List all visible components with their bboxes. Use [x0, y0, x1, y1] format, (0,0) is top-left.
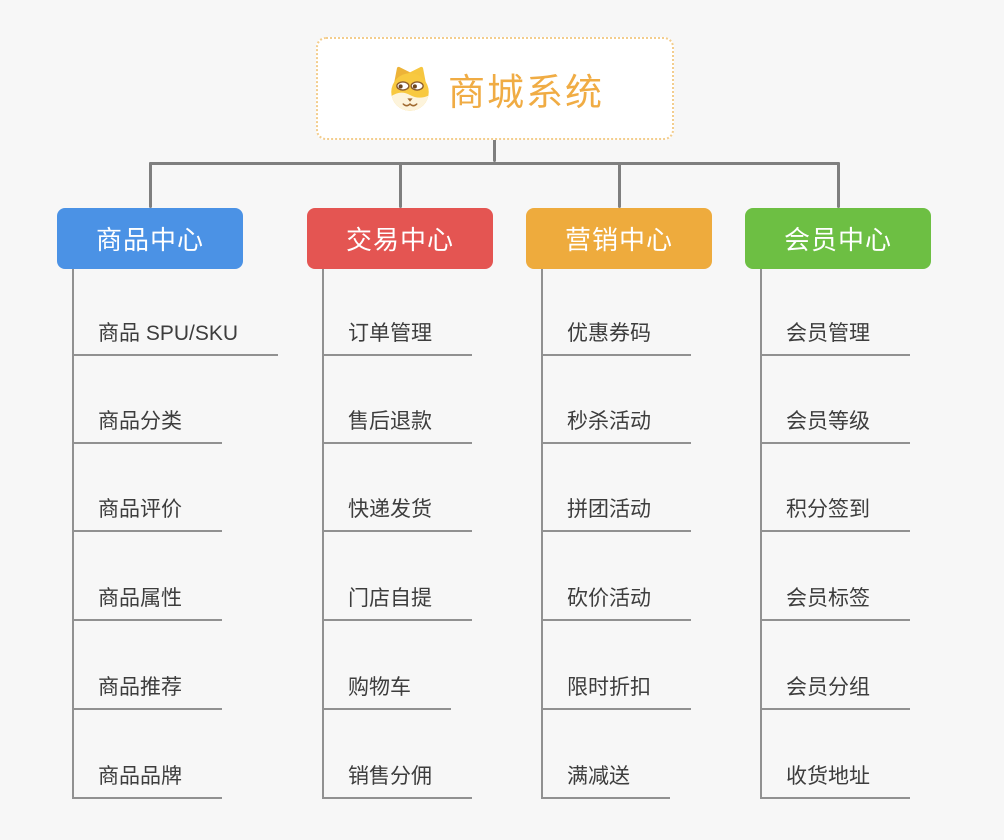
leaf-item[interactable]: 拼团活动	[541, 488, 691, 532]
branch-label: 交易中心	[345, 225, 454, 255]
leaf-item[interactable]: 会员分组	[760, 666, 910, 710]
leaf-item[interactable]: 会员等级	[760, 400, 910, 444]
leaf-item[interactable]: 优惠券码	[541, 312, 691, 356]
branch-label: 会员中心	[783, 225, 892, 255]
leaf-item[interactable]: 订单管理	[322, 312, 472, 356]
branch-connector-line	[72, 269, 74, 799]
leaf-item[interactable]: 快递发货	[322, 488, 472, 532]
branch-connector-line	[760, 269, 762, 799]
branch-header[interactable]: 交易中心	[307, 208, 493, 269]
leaf-item[interactable]: 商品分类	[72, 400, 222, 444]
branch-label: 商品中心	[95, 225, 204, 255]
leaf-item[interactable]: 门店自提	[322, 577, 472, 621]
leaf-item[interactable]: 收货地址	[760, 755, 910, 799]
connector-branch-drop	[148, 162, 152, 208]
branch-header[interactable]: 商品中心	[57, 208, 243, 269]
root-node[interactable]: 商城系统	[316, 37, 674, 140]
connector-branch-drop	[617, 162, 621, 208]
branch-connector-line	[541, 269, 543, 799]
leaf-item[interactable]: 销售分佣	[322, 755, 472, 799]
leaf-item[interactable]: 商品 SPU/SKU	[72, 312, 279, 356]
leaf-item[interactable]: 秒杀活动	[541, 400, 691, 444]
branch-header[interactable]: 营销中心	[526, 208, 712, 269]
connector-branch-drop	[398, 162, 402, 208]
leaf-item[interactable]: 砍价活动	[541, 577, 691, 621]
leaf-item[interactable]: 积分签到	[760, 488, 910, 532]
leaf-item[interactable]: 商品品牌	[72, 755, 222, 799]
connector-branch-drop	[836, 162, 840, 208]
leaf-item[interactable]: 满减送	[541, 755, 670, 799]
leaf-item[interactable]: 商品推荐	[72, 666, 222, 710]
leaf-item[interactable]: 限时折扣	[541, 666, 691, 710]
leaf-item[interactable]: 商品属性	[72, 577, 222, 621]
branch-label: 营销中心	[564, 225, 673, 255]
root-title: 商城系统	[448, 71, 604, 113]
leaf-item[interactable]: 会员标签	[760, 577, 910, 621]
leaf-item[interactable]: 商品评价	[72, 488, 222, 532]
leaf-item[interactable]: 售后退款	[322, 400, 472, 444]
connector-bus	[149, 162, 840, 165]
branch-connector-line	[322, 269, 324, 799]
dog-face-icon	[391, 66, 429, 111]
leaf-item[interactable]: 购物车	[322, 666, 451, 710]
connector-root-stem	[493, 138, 496, 162]
branch-header[interactable]: 会员中心	[745, 208, 931, 269]
leaf-item[interactable]: 会员管理	[760, 312, 910, 356]
